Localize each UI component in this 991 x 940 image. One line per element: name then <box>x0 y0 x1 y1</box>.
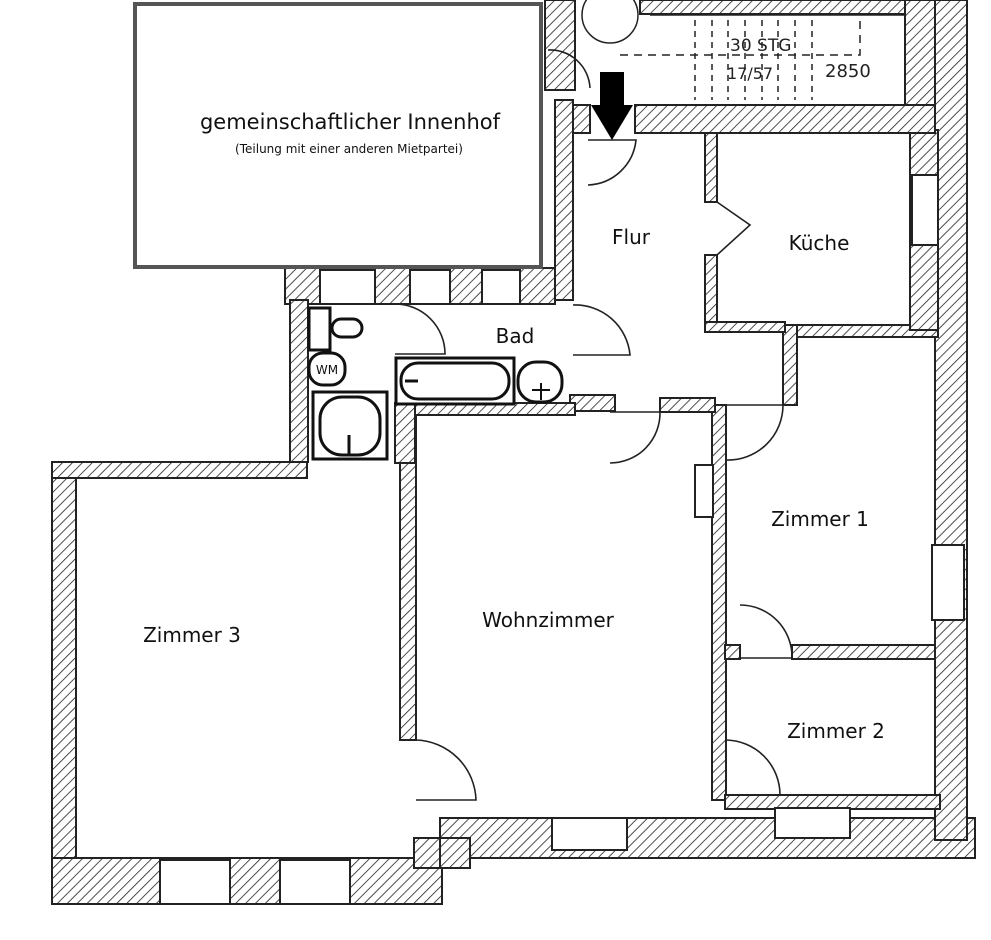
room-label-flur: Flur <box>612 225 650 249</box>
room-label-zimmer-3: Zimmer 3 <box>143 623 241 647</box>
sink <box>516 360 564 404</box>
stair-steps-label: 30 STG <box>730 36 791 56</box>
room-label-kueche: Küche <box>788 231 850 255</box>
washing-machine <box>307 351 347 387</box>
bathroom-fixtures: WM <box>307 306 564 461</box>
doors <box>394 0 793 801</box>
stairs: 30 STG 17/57 2850 <box>620 14 906 106</box>
room-label-bad: Bad <box>495 324 535 348</box>
room-label-wohnzimmer: Wohnzimmer <box>482 608 614 632</box>
courtyard-title: gemeinschaftlicher Innenhof <box>199 110 501 134</box>
walls <box>51 0 976 905</box>
courtyard-subtitle: (Teilung mit einer anderen Mietpartei) <box>235 142 463 156</box>
toilet-tank <box>307 306 332 352</box>
courtyard-box <box>133 2 543 269</box>
stair-dimension-label: 2850 <box>825 61 871 82</box>
toilet-bowl <box>330 317 364 339</box>
entrance-arrow-icon <box>591 72 633 140</box>
washing-machine-label: WM <box>316 363 338 377</box>
stair-ratio-label: 17/57 <box>727 64 773 83</box>
room-label-zimmer-1: Zimmer 1 <box>771 507 869 531</box>
room-label-zimmer-2: Zimmer 2 <box>787 719 885 743</box>
